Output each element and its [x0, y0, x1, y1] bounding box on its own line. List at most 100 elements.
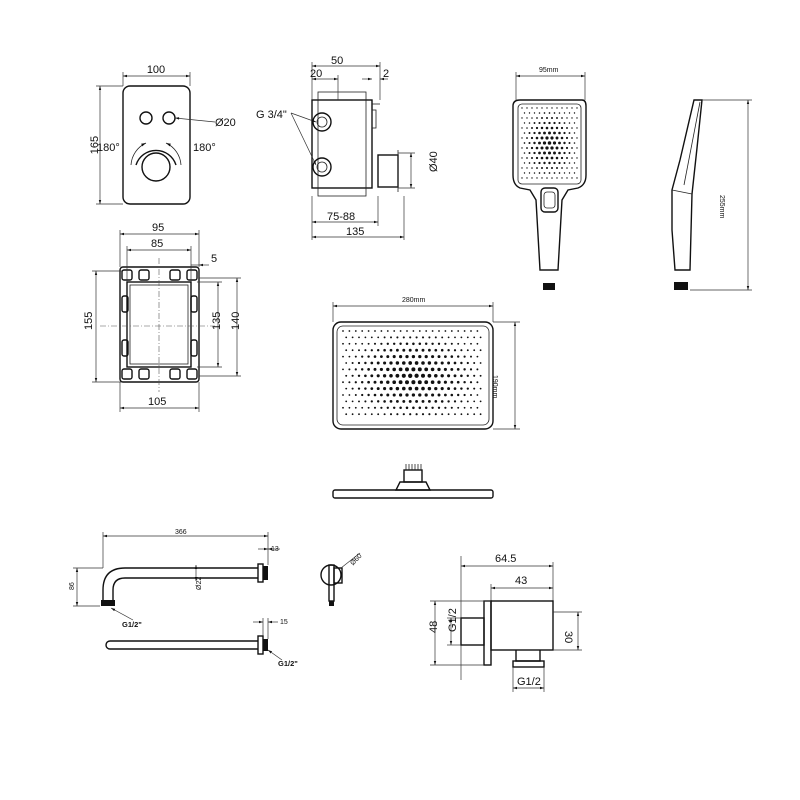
- nozzle-dot: [424, 367, 429, 372]
- nozzle-dot: [354, 368, 357, 371]
- nozzle-dot: [405, 367, 409, 372]
- nozzle-dot: [563, 172, 566, 174]
- side-offset-label: 2: [383, 68, 389, 80]
- nozzle-dot: [547, 151, 552, 155]
- nozzle-dot: [538, 161, 541, 165]
- nozzle-dot: [447, 336, 450, 339]
- nozzle-dot: [427, 361, 432, 365]
- nozzle-dot: [521, 157, 523, 159]
- nozzle-dot: [351, 349, 354, 352]
- nozzle-dot: [386, 342, 389, 345]
- nozzle-dot: [405, 393, 409, 397]
- nozzle-dot: [447, 349, 450, 352]
- nozzle-dot: [526, 137, 528, 139]
- nozzle-dot: [533, 141, 536, 145]
- nozzle-dot: [396, 413, 399, 416]
- nozzle-dot: [361, 330, 364, 332]
- nozzle-dot: [538, 151, 541, 155]
- nozzle-dot: [348, 381, 351, 384]
- nozzle-dot: [348, 406, 351, 409]
- nozzle-dot: [358, 400, 360, 403]
- nozzle-dot: [434, 374, 438, 378]
- nozzle-dot: [345, 336, 348, 339]
- nozzle-dot: [440, 387, 444, 391]
- side-inset-label: 20: [310, 68, 322, 80]
- nozzle-dot: [571, 127, 573, 129]
- hand-shower-outline: [512, 99, 587, 271]
- nozzle-dot: [354, 330, 357, 332]
- nozzle-dot: [395, 386, 400, 391]
- nozzle-dot: [367, 406, 370, 409]
- nozzle-dot: [536, 167, 538, 169]
- nozzle-dot: [345, 400, 348, 403]
- nozzle-dot: [528, 122, 531, 124]
- nozzle-dot: [463, 342, 466, 345]
- nozzle-dot: [389, 374, 393, 378]
- nozzle-dot: [364, 361, 367, 365]
- nozzle-dot: [543, 161, 546, 165]
- nozzle-dot: [450, 342, 453, 345]
- outlet-thread-side-label: G1/2: [447, 608, 459, 632]
- nozzle-dot: [447, 374, 451, 378]
- thread-label: G 3/4": [256, 109, 287, 121]
- nozzle-dot: [386, 406, 389, 409]
- right-push-button: [162, 111, 176, 125]
- nozzle-dot: [476, 368, 479, 371]
- rain-shower-side: [332, 464, 494, 499]
- nozzle-dot: [345, 362, 348, 364]
- nozzle-dot: [383, 413, 386, 416]
- nozzle-dot: [444, 406, 447, 409]
- nozzle-dot: [408, 361, 413, 365]
- nozzle-dot: [457, 355, 460, 358]
- rain-connector: [403, 469, 423, 483]
- outlet-thread-bottom-label: G1/2: [517, 676, 541, 688]
- nozzle-dot: [533, 131, 536, 135]
- nozzle-dot: [563, 122, 566, 124]
- nozzle-dot: [553, 112, 556, 114]
- total-depth-label: 135: [346, 226, 364, 238]
- nozzle-dot: [551, 107, 553, 109]
- nozzle-dot: [370, 413, 373, 416]
- nozzle-dot: [354, 342, 357, 345]
- nozzle-dot: [568, 132, 571, 134]
- nozzle-dot: [533, 151, 536, 155]
- nozzle-dot: [351, 413, 354, 416]
- arm-rise-label: 86: [69, 582, 76, 590]
- nozzle-dot: [392, 355, 396, 359]
- nozzle-dot: [424, 355, 428, 359]
- nozzle-dot: [402, 361, 406, 365]
- nozzle-dot: [383, 387, 387, 391]
- nozzle-dot: [434, 361, 438, 365]
- nozzle-dot: [386, 367, 390, 372]
- nozzle-dot: [551, 177, 553, 179]
- outlet-depth-label: 43: [515, 575, 527, 587]
- nozzle-dot: [415, 399, 419, 403]
- nozzle-dot: [466, 413, 469, 416]
- nozzle-dot: [576, 117, 578, 119]
- nozzle-dot: [548, 172, 551, 174]
- nozzle-dot: [528, 112, 531, 114]
- nozzle-dot: [450, 355, 454, 358]
- nozzle-dot: [470, 355, 472, 358]
- nozzle-dot: [531, 117, 533, 119]
- nozzle-dot: [379, 380, 383, 384]
- nozzle-dot: [469, 381, 473, 384]
- nozzle-dot: [543, 121, 546, 125]
- nozzle-dot: [526, 177, 528, 179]
- nozzle-dot: [521, 167, 523, 169]
- nozzle-dot: [463, 393, 466, 397]
- nozzle-dot: [473, 349, 476, 352]
- nozzle-dot: [351, 361, 354, 365]
- nozzle-dot: [348, 368, 351, 371]
- nozzle-dot: [351, 374, 354, 377]
- nozzle-dot: [550, 136, 554, 140]
- nozzle-dot: [398, 380, 403, 385]
- nozzle-dot: [420, 373, 426, 378]
- nozzle-dot: [358, 349, 360, 352]
- nozzle-dot: [424, 393, 428, 397]
- nozzle-dot: [538, 131, 541, 135]
- nozzle-dot: [533, 172, 536, 174]
- nozzle-dot: [411, 367, 416, 372]
- nozzle-dot: [348, 330, 351, 332]
- nozzle-dot: [548, 161, 551, 165]
